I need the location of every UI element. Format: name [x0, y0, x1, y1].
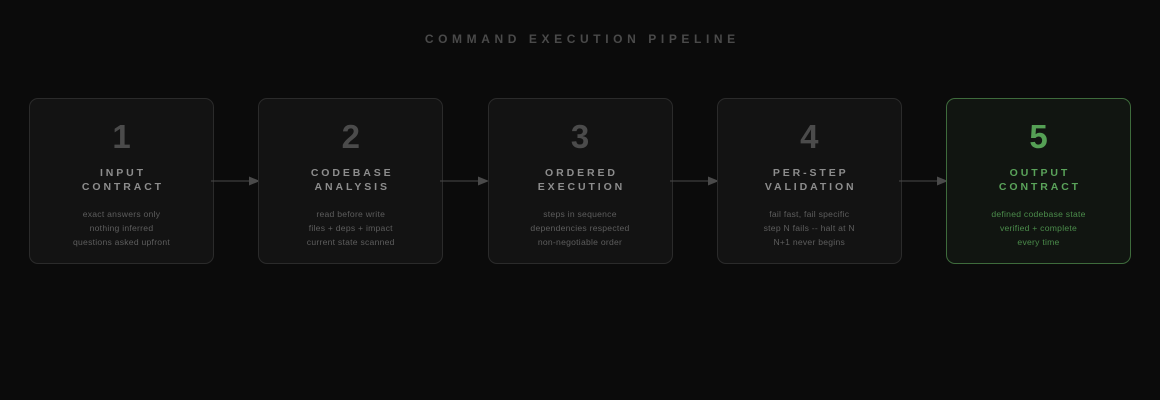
step-number: 3 [570, 118, 590, 155]
step-title-line: PER-STEP [772, 167, 849, 179]
arrow-right-icon [440, 176, 490, 186]
page-title: COMMAND EXECUTION PIPELINE [424, 32, 740, 46]
step-title-line: EXECUTION [537, 180, 626, 193]
step-title-line: INPUT [99, 167, 146, 179]
step-detail-list: read before write files + deps + impact cu… [307, 207, 395, 249]
step-detail-line: questions asked upfront [73, 237, 170, 247]
step-number: 1 [112, 118, 131, 155]
step-title-line: CODEBASE [310, 167, 394, 179]
step-detail-line: read before write [316, 209, 386, 219]
step-detail-line: dependencies respected [530, 223, 630, 233]
step-title-line: ANALYSIS [314, 180, 390, 193]
step-detail-line: exact answers only [82, 209, 161, 219]
step-connector [898, 98, 948, 264]
step-detail-line: N+1 never begins [773, 237, 846, 247]
step-detail-line: fail fast, fail specific [769, 209, 850, 219]
step-connector [440, 98, 490, 264]
step-detail-list: exact answers only nothing inferred questi… [73, 207, 170, 249]
step-number: 2 [341, 118, 360, 155]
step-detail-line: current state scanned [306, 237, 395, 247]
arrow-right-icon [211, 176, 261, 186]
step-detail-line: every time [1017, 237, 1060, 247]
step-detail-line: verified + complete [999, 223, 1078, 233]
step-connector [211, 98, 261, 264]
step-detail-line: nothing inferred [89, 223, 154, 233]
step-detail-line: step N fails -- halt at N [763, 223, 855, 233]
step-title-line: OUTPUT [1009, 167, 1071, 179]
step-detail-line: steps in sequence [543, 209, 617, 219]
step-detail-list: defined codebase state verified + complet… [991, 207, 1085, 249]
step-connector [669, 98, 719, 264]
step-detail-line: files + deps + impact [308, 223, 393, 233]
step-number: 5 [1029, 118, 1048, 155]
step-title-line: CONTRACT [81, 180, 164, 193]
step-detail-list: steps in sequence dependencies respected n… [530, 207, 629, 249]
arrow-right-icon [898, 176, 948, 186]
step-title-line: CONTRACT [998, 180, 1081, 193]
step-number: 4 [800, 118, 819, 155]
step-detail-list: fail fast, fail specific step N fails -- … [764, 207, 855, 249]
step-detail-line: non-negotiable order [537, 237, 623, 247]
arrow-right-icon [669, 176, 719, 186]
step-title-line: ORDERED [545, 167, 618, 179]
step-detail-line: defined codebase state [991, 209, 1086, 219]
step-title-line: VALIDATION [764, 180, 857, 193]
